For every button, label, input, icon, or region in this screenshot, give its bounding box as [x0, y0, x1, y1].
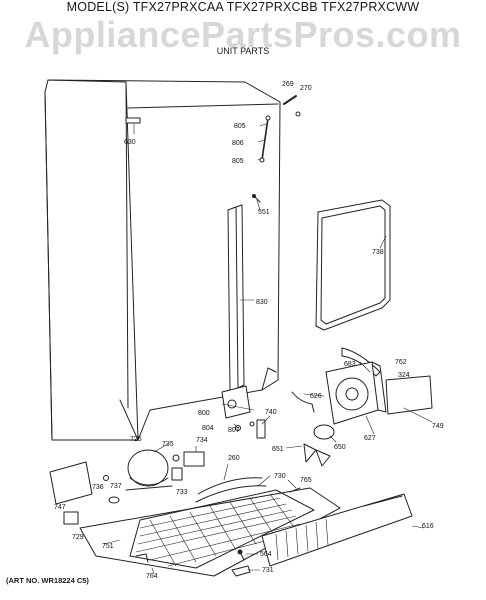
diagram-subtitle: UNIT PARTS — [216, 46, 270, 56]
part-label-627: 627 — [364, 435, 376, 442]
part-label-806: 806 — [232, 140, 244, 147]
front-grille — [261, 493, 413, 567]
part-label-805b: 805 — [232, 158, 244, 165]
part-label-650: 650 — [334, 444, 346, 451]
part-label-749: 749 — [432, 423, 444, 430]
fan-shroud-drawing — [325, 361, 387, 425]
part-label-735: 735 — [162, 441, 174, 448]
part-label-269: 269 — [282, 81, 294, 88]
part-label-630: 630 — [124, 139, 136, 146]
part-label-830: 830 — [256, 299, 268, 306]
part-label-800: 800 — [198, 410, 210, 417]
part-label-616: 616 — [422, 523, 434, 530]
part-label-734: 734 — [196, 437, 208, 444]
part-label-260: 260 — [228, 455, 240, 462]
part-label-747: 747 — [54, 504, 66, 511]
watermark: AppliancePartsPros.com — [24, 14, 462, 55]
part-label-804: 804 — [202, 425, 214, 432]
part-label-807: 807 — [228, 427, 240, 434]
part-label-270: 270 — [300, 85, 312, 92]
part-label-551: 551 — [258, 209, 270, 216]
part-label-731: 731 — [262, 567, 274, 574]
part-label-751: 751 — [102, 543, 114, 550]
part-label-737: 737 — [110, 483, 122, 490]
part-label-805a: 805 — [234, 123, 246, 130]
cover-plate — [385, 375, 433, 415]
part-labels: 269 270 630 805 806 805 551 738 830 762 … — [54, 81, 444, 580]
part-label-725: 725 — [130, 436, 142, 443]
part-label-762: 762 — [395, 359, 407, 366]
art-number: (ART NO. WR18224 C5) — [6, 576, 89, 585]
part-label-564: 564 — [260, 551, 272, 558]
part-label-324: 324 — [398, 372, 410, 379]
model-title: MODEL(S) TFX27PRXCAA TFX27PRXCBB TFX27PR… — [66, 0, 420, 14]
part-label-764: 764 — [146, 573, 158, 580]
part-label-626: 626 — [310, 393, 322, 400]
part-label-651: 651 — [272, 446, 284, 453]
part-label-740: 740 — [265, 409, 277, 416]
part-label-765: 765 — [300, 477, 312, 484]
gasket-loop — [315, 199, 391, 331]
part-label-738: 738 — [372, 249, 384, 256]
cabinet-drawing — [44, 79, 301, 441]
part-label-730: 730 — [274, 473, 286, 480]
part-label-683: 683 — [344, 361, 356, 368]
part-label-729: 729 — [72, 534, 84, 541]
part-label-733: 733 — [176, 489, 188, 496]
part-label-736: 736 — [92, 484, 104, 491]
